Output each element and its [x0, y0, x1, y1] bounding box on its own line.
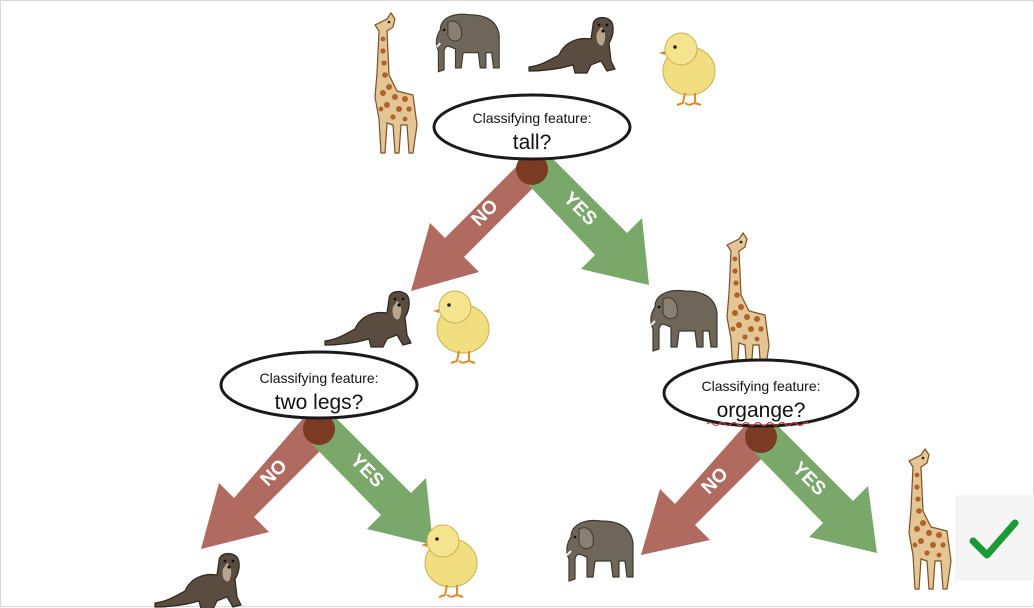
node-caption: Classifying feature:	[701, 378, 820, 394]
left-node-arrows: NO YES	[201, 413, 433, 549]
node-caption: Classifying feature:	[259, 370, 378, 386]
branch-joint	[303, 413, 335, 445]
elephant-icon	[565, 519, 634, 582]
otter-icon	[324, 290, 412, 348]
leaf-left-no	[154, 552, 242, 608]
spellcheck-underline	[706, 421, 810, 427]
no-arrow	[201, 415, 332, 549]
right-decision-node: Classifying feature: organge?	[662, 358, 860, 428]
leaf-left-yes	[420, 524, 478, 598]
root-decision-node: Classifying feature: tall?	[432, 93, 632, 161]
node-question: two legs?	[275, 391, 364, 414]
elephant-icon	[649, 289, 718, 352]
otter-icon	[154, 552, 242, 608]
no-arrow	[411, 153, 544, 291]
right-animal-group	[649, 232, 770, 374]
giraffe-icon	[374, 12, 418, 154]
leaf-right-yes	[908, 448, 952, 590]
otter-icon	[528, 16, 616, 74]
branch-joint	[516, 153, 548, 185]
right-node-arrows: NO YES	[641, 421, 877, 555]
branch-joint	[745, 421, 777, 453]
no-arrow	[641, 423, 773, 555]
yes-arrow	[307, 415, 433, 545]
node-question: tall?	[513, 131, 552, 154]
node-question: organge?	[717, 399, 806, 422]
giraffe-icon	[726, 232, 770, 374]
left-decision-node: Classifying feature: two legs?	[219, 350, 419, 420]
yes-arrow	[749, 423, 877, 553]
node-caption: Classifying feature:	[472, 110, 591, 126]
elephant-icon	[435, 13, 501, 73]
chick-icon	[420, 524, 478, 598]
chick-icon	[658, 32, 716, 106]
checkmark-tile	[955, 495, 1034, 581]
root-arrows: NO YES	[411, 153, 649, 291]
giraffe-icon	[908, 448, 952, 590]
chick-icon	[432, 290, 490, 364]
yes-arrow	[521, 153, 649, 285]
leaf-right-no	[565, 519, 634, 582]
checkmark-icon	[969, 519, 1019, 559]
